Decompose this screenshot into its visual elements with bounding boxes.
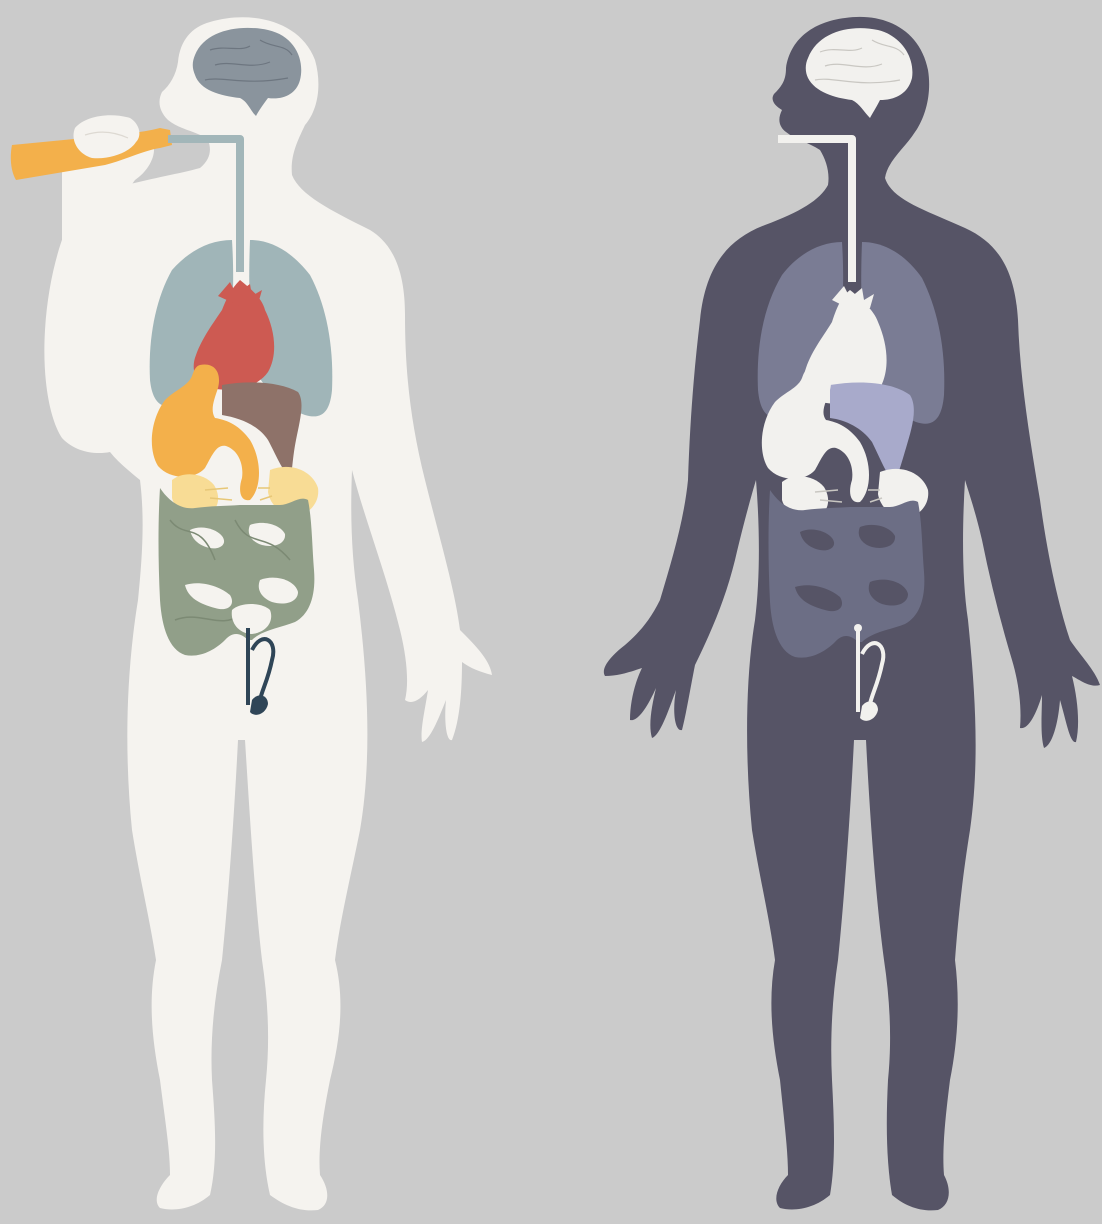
- standing-figure: [604, 17, 1100, 1211]
- drinking-figure: [11, 17, 492, 1210]
